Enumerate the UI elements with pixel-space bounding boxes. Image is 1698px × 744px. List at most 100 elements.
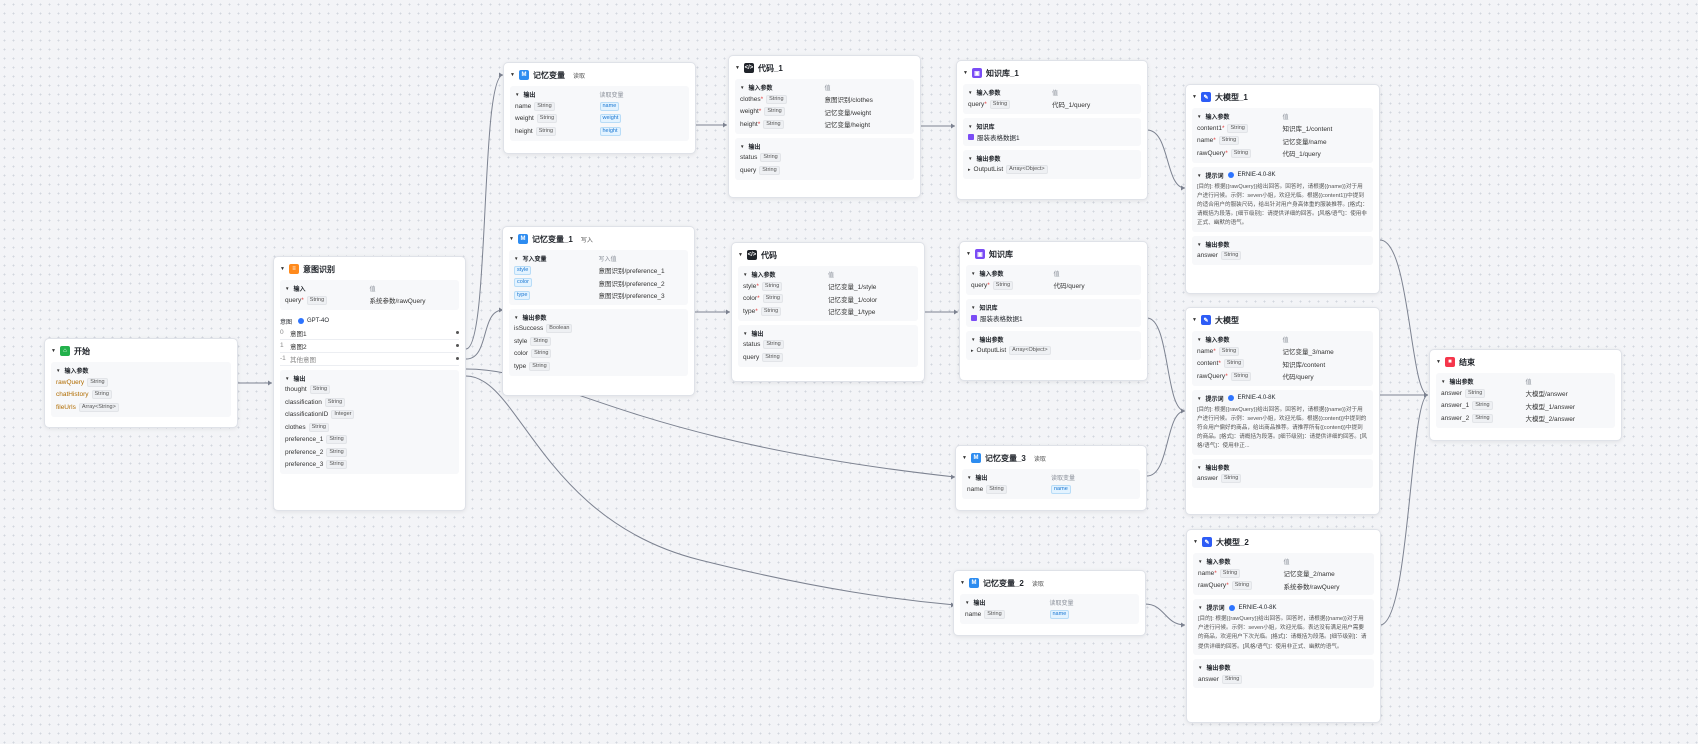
section-label: 输出参数: [979, 337, 1004, 344]
param-name: rawQuery: [56, 378, 85, 386]
param-value: 知识库_1/content: [1282, 126, 1333, 134]
collapse-caret-icon[interactable]: ▼: [51, 348, 56, 354]
collapse-caret-icon[interactable]: ▼: [735, 65, 740, 71]
start-icon: ⌂: [59, 346, 70, 356]
model-icon: [298, 318, 305, 324]
type-tag: String: [1219, 568, 1241, 578]
param-value: 记忆变量_1/color: [828, 296, 878, 304]
type-tag: String: [1221, 674, 1243, 684]
variable-tag[interactable]: style: [514, 265, 532, 275]
collapse-caret-icon[interactable]: ▼: [960, 580, 965, 586]
collapse-caret-icon[interactable]: ▼: [510, 72, 515, 78]
variable-tag[interactable]: height: [599, 126, 621, 136]
section-label: 写入变量: [522, 257, 547, 263]
section-label: 输入参数: [748, 86, 773, 92]
section-label: 输入参数: [1205, 115, 1230, 121]
param-value: 知识库/content: [1282, 361, 1326, 369]
param-value: 代码/query: [1282, 374, 1314, 382]
variable-tag[interactable]: name: [599, 101, 620, 111]
port-dot[interactable]: [456, 357, 459, 360]
section-label: 输出: [748, 144, 761, 151]
collapse-caret-icon[interactable]: ▼: [280, 266, 285, 272]
port-dot[interactable]: [456, 331, 459, 334]
mode-label: 写入: [580, 237, 593, 244]
type-tag: String: [309, 385, 331, 395]
section-label: 输出: [975, 476, 988, 482]
variable-tag[interactable]: name: [1049, 609, 1070, 619]
port-dot[interactable]: [456, 344, 459, 347]
type-tag: String: [1230, 371, 1252, 381]
collapse-caret-icon[interactable]: ▼: [963, 70, 968, 76]
type-tag: String: [766, 94, 787, 104]
edge-llm2-end: [1379, 394, 1429, 626]
output-name: type: [514, 362, 527, 370]
prompt-text[interactable]: [目的]: 根据{{rawQuery}}给出回答。回答时，请根据{{name}}…: [1197, 183, 1368, 227]
variable-tag[interactable]: type: [514, 290, 531, 300]
dataset-name[interactable]: 服装表格数据1: [980, 316, 1023, 323]
type-tag: String: [1218, 136, 1240, 146]
prompt-text[interactable]: [目的]: 根据{{rawQuery}}给出回答。回答时，请根据{{name}}…: [1197, 406, 1367, 450]
collapse-caret-icon[interactable]: ▼: [1192, 94, 1197, 100]
collapse-caret-icon[interactable]: ▼: [509, 236, 514, 242]
collapse-caret-icon[interactable]: ▼: [1193, 539, 1198, 545]
write-value: 意图识别/preference_1: [598, 268, 665, 276]
node-title: 代码_1: [757, 63, 783, 73]
collapse-caret-icon[interactable]: ▼: [1436, 359, 1441, 365]
dataset-name[interactable]: 服装表格数据1: [977, 135, 1020, 142]
collapse-caret-icon[interactable]: ▼: [738, 252, 743, 258]
type-tag: String: [326, 435, 347, 445]
collapse-caret-icon[interactable]: ▼: [962, 455, 967, 461]
param-name: weight: [740, 108, 759, 116]
collapse-caret-icon[interactable]: ▼: [966, 251, 971, 257]
variable-tag[interactable]: name: [1051, 484, 1071, 494]
type-tag: String: [530, 336, 551, 346]
value-header: 写入值: [598, 257, 617, 263]
code-icon: </>: [746, 250, 757, 260]
collapse-caret-icon[interactable]: ▼: [1192, 317, 1197, 323]
param-name: name: [1197, 347, 1214, 355]
prompt-text[interactable]: [目的]: 根据{{rawQuery}}给出回答。回答时，请根据{{name}}…: [1198, 616, 1367, 650]
type-tag: String: [1218, 346, 1240, 356]
node-title: 记忆变量: [532, 70, 565, 80]
value-header: 值: [1282, 338, 1289, 344]
type-tag: String: [326, 460, 347, 470]
variable-tag[interactable]: color: [514, 278, 532, 288]
variable-tag[interactable]: weight: [599, 114, 622, 124]
